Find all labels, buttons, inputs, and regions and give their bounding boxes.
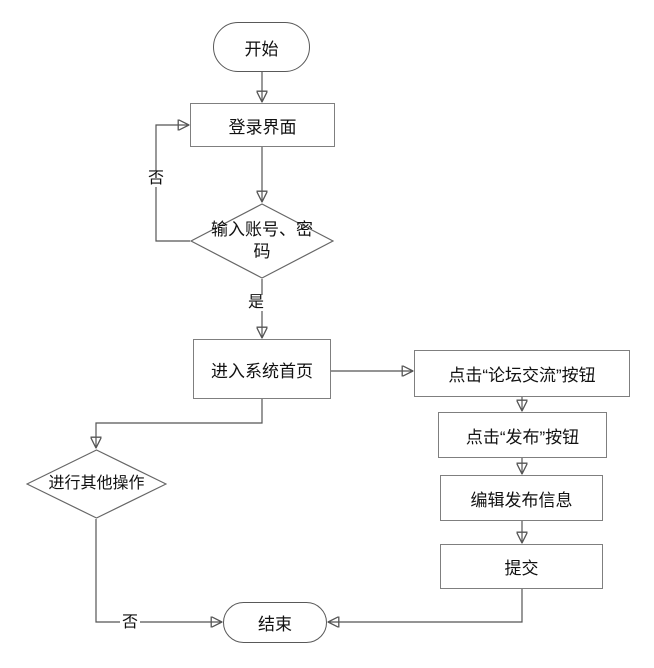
node-submit: 提交 (440, 544, 603, 589)
diamond-shape (26, 449, 167, 519)
node-edit-label: 编辑发布信息 (470, 490, 573, 510)
node-home-label: 进入系统首页 (211, 361, 313, 381)
connector-submit-to-end (328, 589, 523, 622)
node-home: 进入系统首页 (193, 339, 331, 399)
edge-label-credentials-no: 否 (146, 170, 167, 187)
node-other-ops-decision: 进行其他操作 (26, 449, 167, 519)
connector-home-to-other-ops (96, 399, 263, 448)
node-other-ops-decision-label: 进行其他操作 (48, 474, 145, 492)
node-submit-label: 提交 (504, 559, 539, 578)
edge-label-other-ops-no: 否 (120, 614, 141, 631)
node-end-label: 结束 (258, 615, 292, 634)
node-credentials-decision: 输入账号、密码 (190, 203, 334, 279)
node-publish: 点击“发布”按钮 (438, 412, 607, 458)
node-start: 开始 (213, 22, 310, 72)
diamond-shape (190, 203, 334, 279)
node-login: 登录界面 (190, 103, 335, 147)
node-start-label: 开始 (244, 39, 279, 59)
connector-other-ops-no-to-end (95, 519, 222, 622)
node-publish-label: 点击“发布”按钮 (465, 427, 580, 447)
node-credentials-decision-label: 输入账号、密码 (211, 219, 313, 261)
node-login-label: 登录界面 (228, 117, 297, 137)
node-edit: 编辑发布信息 (440, 475, 603, 521)
edge-label-credentials-yes: 是 (246, 294, 267, 311)
node-forum: 点击“论坛交流”按钮 (414, 350, 630, 397)
node-forum-label: 点击“论坛交流”按钮 (448, 366, 596, 385)
node-end: 结束 (223, 602, 327, 643)
